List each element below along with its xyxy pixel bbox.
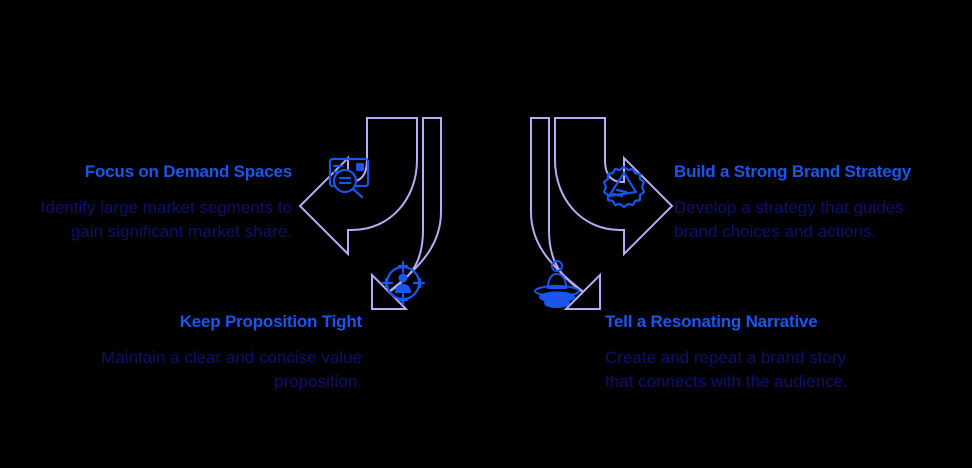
callout-title: Focus on Demand Spaces <box>84 162 292 181</box>
arrow-right <box>554 117 674 257</box>
callout-body: Identify large market segments to gain s… <box>40 197 292 241</box>
callout-tell-a-resonating-narrative: Tell a Resonating Narrative Create and r… <box>605 312 895 394</box>
callout-title: Tell a Resonating Narrative <box>605 312 818 331</box>
arrow-left <box>298 117 418 257</box>
arrow-down-left <box>371 117 442 310</box>
document-magnifier-icon <box>328 157 370 199</box>
callout-body: Create and repeat a brand story that con… <box>605 347 848 391</box>
callout-body: Maintain a clear and concise value propo… <box>101 347 362 391</box>
callout-body: Develop a strategy that guides brand cho… <box>674 197 904 241</box>
callout-title: Build a Strong Brand Strategy <box>674 162 911 181</box>
callout-keep-proposition-tight: Keep Proposition Tight Maintain a clear … <box>80 312 362 394</box>
target-person-icon <box>380 260 426 306</box>
arrow-down-right <box>530 117 601 310</box>
callout-title: Keep Proposition Tight <box>179 312 362 331</box>
megaphone-badge-icon <box>602 165 646 209</box>
callout-focus-on-demand-spaces: Focus on Demand Spaces Identify large ma… <box>14 162 293 244</box>
presenter-person-icon <box>534 260 580 308</box>
callout-build-a-strong-brand-strategy: Build a Strong Brand Strategy Develop a … <box>674 162 958 244</box>
